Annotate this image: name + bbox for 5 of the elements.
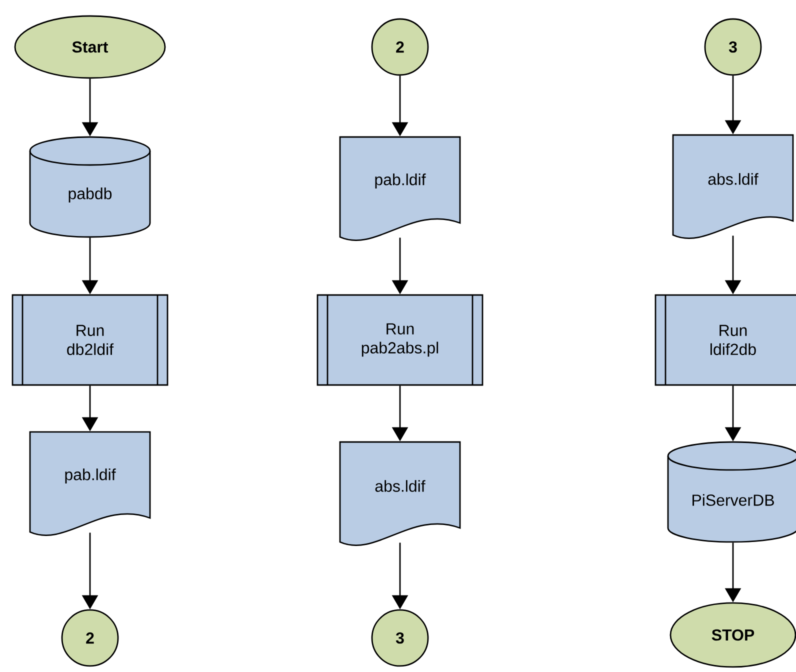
process-box: Run pab2abs.pl xyxy=(316,294,484,386)
database-cylinder: PiServerDB xyxy=(667,441,796,543)
process-box: Run ldif2db xyxy=(654,294,796,386)
process-box: Run db2ldif xyxy=(12,294,168,386)
database-cylinder: pabdb xyxy=(29,136,151,238)
